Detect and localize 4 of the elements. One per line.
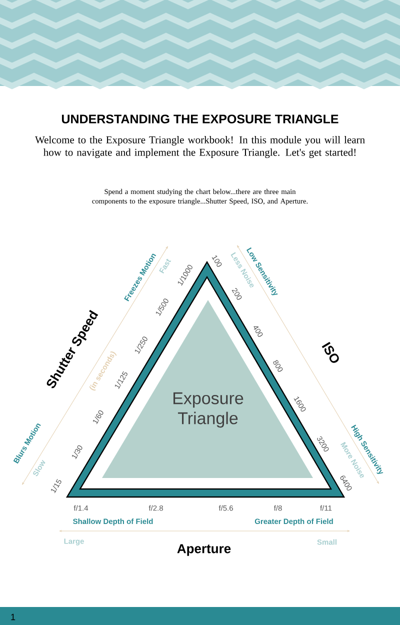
title: UNDERSTANDING THE EXPOSURE TRIANGLE: [62, 114, 338, 124]
page-number: 1: [11, 614, 16, 620]
intro-text: Welcome to the Exposure Triangle workbook! In this module you will learn how to navigate and implement the Exposure Triangle. Let's get started!: [35, 136, 365, 158]
axis-title: Aperture: [177, 544, 231, 556]
